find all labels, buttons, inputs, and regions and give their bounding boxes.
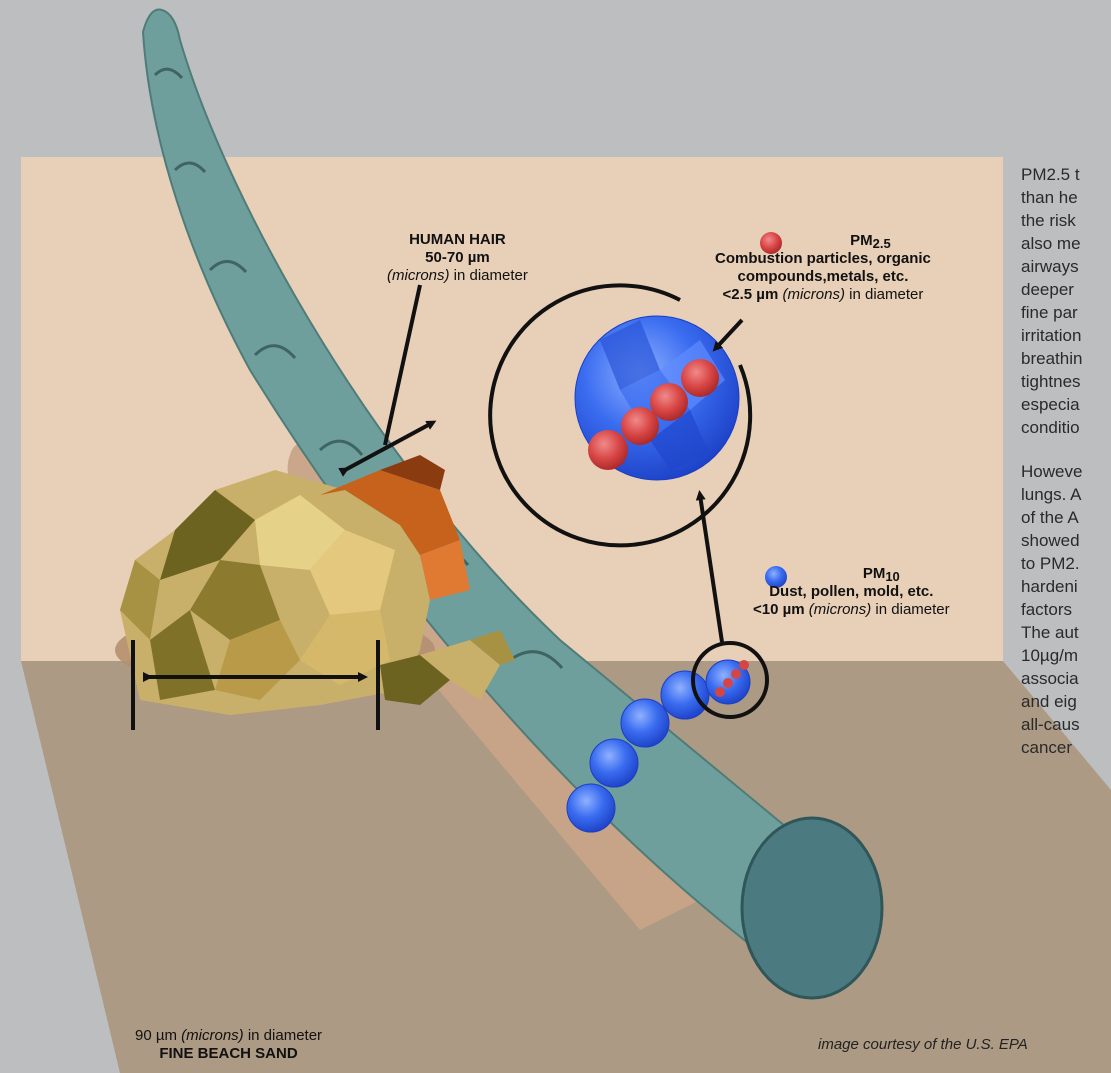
pm25-label: PM2.5 Combustion particles, organic comp… <box>715 232 931 304</box>
image-credit: image courtesy of the U.S. EPA <box>818 1036 1028 1053</box>
pm10-size: <10 µm <box>753 601 805 618</box>
side-line: fine par <box>1021 303 1078 322</box>
pm25-chain-small <box>715 687 725 697</box>
side-line: also me <box>1021 234 1081 253</box>
side-line: The aut <box>1021 623 1079 642</box>
side-line: of the A <box>1021 508 1079 527</box>
sand-size: 90 µm <box>135 1027 181 1044</box>
hair-label: HUMAN HAIR 50-70 µm (microns) in diamete… <box>387 231 528 285</box>
side-line: factors <box>1021 600 1072 619</box>
side-line: conditio <box>1021 418 1080 437</box>
side-line: all-caus <box>1021 715 1080 734</box>
pm10-prefix: PM <box>863 565 886 582</box>
sand-label: 90 µm (microns) in diameter FINE BEACH S… <box>135 1027 322 1063</box>
side-paragraph-1: PM2.5 t than he the risk also me airways… <box>1021 163 1111 439</box>
side-line: hardeni <box>1021 577 1078 596</box>
side-line: PM2.5 t <box>1021 165 1080 184</box>
side-line: airways <box>1021 257 1079 276</box>
pm10-suffix: in diameter <box>871 601 949 618</box>
side-paragraph-2: Howeve lungs. A of the A showed to PM2. … <box>1021 460 1111 759</box>
sand-suffix: in diameter <box>244 1027 322 1044</box>
side-line: associa <box>1021 669 1079 688</box>
pm25-prefix: PM <box>850 232 873 249</box>
side-line: tightnes <box>1021 372 1081 391</box>
side-line: the risk <box>1021 211 1076 230</box>
pm25-unit: (microns) <box>782 286 845 303</box>
side-line: and eig <box>1021 692 1077 711</box>
hair-cross-section <box>742 818 882 998</box>
pm25-particle-4 <box>681 359 719 397</box>
side-line: showed <box>1021 531 1080 550</box>
side-line: to PM2. <box>1021 554 1080 573</box>
side-line: 10µg/m <box>1021 646 1078 665</box>
side-line: especia <box>1021 395 1080 414</box>
pm25-subscript: 2.5 <box>873 236 891 251</box>
hair-unit: (microns) <box>387 267 450 284</box>
pm25-line1: Combustion particles, organic <box>715 250 931 267</box>
pm25-particle-3 <box>650 383 688 421</box>
pm10-subscript: 10 <box>885 569 899 584</box>
pm25-size: <2.5 µm <box>723 286 779 303</box>
sand-title: FINE BEACH SAND <box>159 1045 297 1062</box>
pm25-suffix: in diameter <box>845 286 923 303</box>
side-line: irritation <box>1021 326 1081 345</box>
side-line: Howeve <box>1021 462 1082 481</box>
pm10-unit: (microns) <box>809 601 872 618</box>
hair-suffix: in diameter <box>450 267 528 284</box>
side-line: than he <box>1021 188 1078 207</box>
side-line: breathin <box>1021 349 1082 368</box>
pm25-line2: compounds,metals, etc. <box>738 268 909 285</box>
pm25-particle-1 <box>588 430 628 470</box>
side-line: deeper <box>1021 280 1074 299</box>
pm10-label: PM10 Dust, pollen, mold, etc. <10 µm (mi… <box>753 565 950 619</box>
pm10-line1: Dust, pollen, mold, etc. <box>769 583 933 600</box>
sand-unit: (microns) <box>181 1027 244 1044</box>
side-line: cancer <box>1021 738 1072 757</box>
side-article-text: PM2.5 t than he the risk also me airways… <box>1021 163 1111 780</box>
side-line: lungs. A <box>1021 485 1082 504</box>
hair-title: HUMAN HAIR <box>409 231 506 248</box>
hair-size: 50-70 µm <box>425 249 490 266</box>
